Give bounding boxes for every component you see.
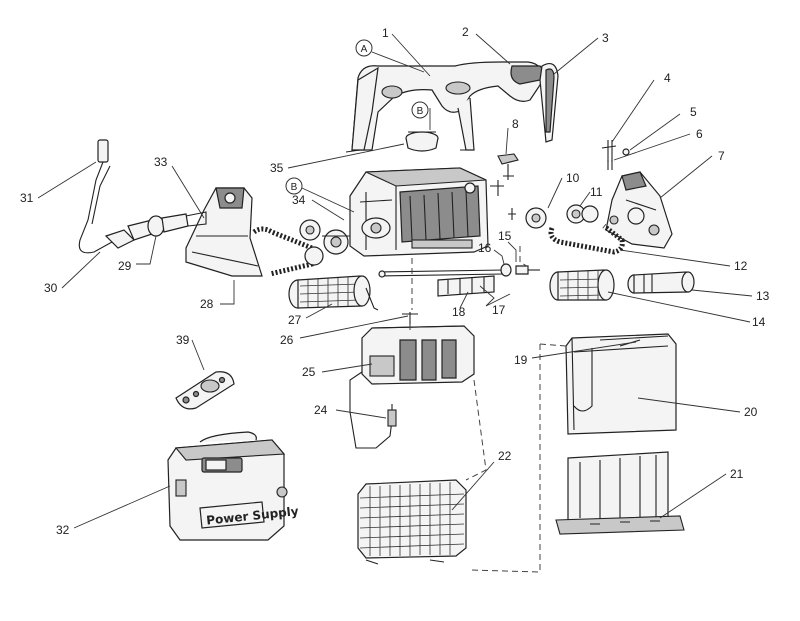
callout-16: 16 (478, 241, 492, 255)
assembly-dashed-lines (409, 246, 567, 573)
callout-25: 25 (302, 365, 316, 379)
callout-24: 24 (314, 403, 328, 417)
callout-12: 12 (734, 259, 748, 273)
callout-29: 29 (118, 259, 132, 273)
part-8 (497, 153, 519, 180)
part-13-roller (627, 271, 695, 294)
callout-10: 10 (566, 171, 580, 185)
callout-1: 1 (382, 26, 389, 40)
callout-35: 35 (270, 161, 284, 175)
callout-2: 2 (462, 25, 469, 39)
part-21-filter-frame (555, 451, 685, 535)
callout-18: 18 (452, 305, 466, 319)
part-27-left-brush (288, 275, 379, 311)
callout-7: 7 (718, 149, 725, 163)
part-7-right-side-panel (605, 171, 673, 249)
part-20-filter-top (565, 333, 677, 435)
callout-21: 21 (730, 467, 744, 481)
main-motor-body (349, 167, 504, 257)
callout-19: 19 (514, 353, 528, 367)
callout-14: 14 (752, 315, 766, 329)
callout-32: 32 (56, 523, 70, 537)
callout-33: 33 (154, 155, 168, 169)
callout-28: 28 (200, 297, 214, 311)
callout-13: 13 (756, 289, 770, 303)
callout-numbers: 1 2 3 4 5 6 7 8 10 11 12 13 14 15 16 17 … (20, 25, 770, 537)
part-28-left-side-panel (185, 187, 324, 277)
callout-5: 5 (690, 105, 697, 119)
callout-27: 27 (288, 313, 302, 327)
callout-22: 22 (498, 449, 512, 463)
callout-15: 15 (498, 229, 512, 243)
callout-3: 3 (602, 31, 609, 45)
parts-15-16-17-18-axle (378, 208, 540, 297)
part-22-filter-basket (357, 479, 467, 565)
parts-10-11-12-right-drive (525, 204, 625, 255)
part-35-cap: B (405, 101, 439, 152)
callout-31: 31 (20, 191, 34, 205)
callout-4: 4 (664, 71, 671, 85)
callout-8: 8 (512, 117, 519, 131)
callout-6: 6 (696, 127, 703, 141)
part-14-right-brush (549, 269, 615, 301)
part-32-power-supply: Power Supply (167, 431, 299, 541)
parts-29-30-31-cable (78, 139, 207, 254)
callout-26: 26 (280, 333, 294, 347)
callout-11: 11 (590, 185, 603, 199)
parts-4-5-6-fasteners (601, 140, 630, 170)
callout-17: 17 (492, 303, 506, 317)
marker-b-body: B (285, 177, 355, 213)
svg-text:A: A (361, 44, 368, 55)
callout-30: 30 (44, 281, 58, 295)
handle-assembly (345, 61, 559, 153)
callout-34: 34 (292, 193, 306, 207)
leader-lines (37, 33, 753, 529)
part-39-remote-control (175, 371, 235, 410)
part-24-cable (349, 371, 397, 449)
part-34-gears (299, 219, 350, 255)
svg-text:B: B (417, 106, 424, 117)
callout-39: 39 (176, 333, 190, 347)
part-25-pump-housing (361, 325, 475, 385)
callout-20: 20 (744, 405, 758, 419)
marker-a: A (355, 39, 425, 73)
svg-text:B: B (291, 182, 298, 193)
